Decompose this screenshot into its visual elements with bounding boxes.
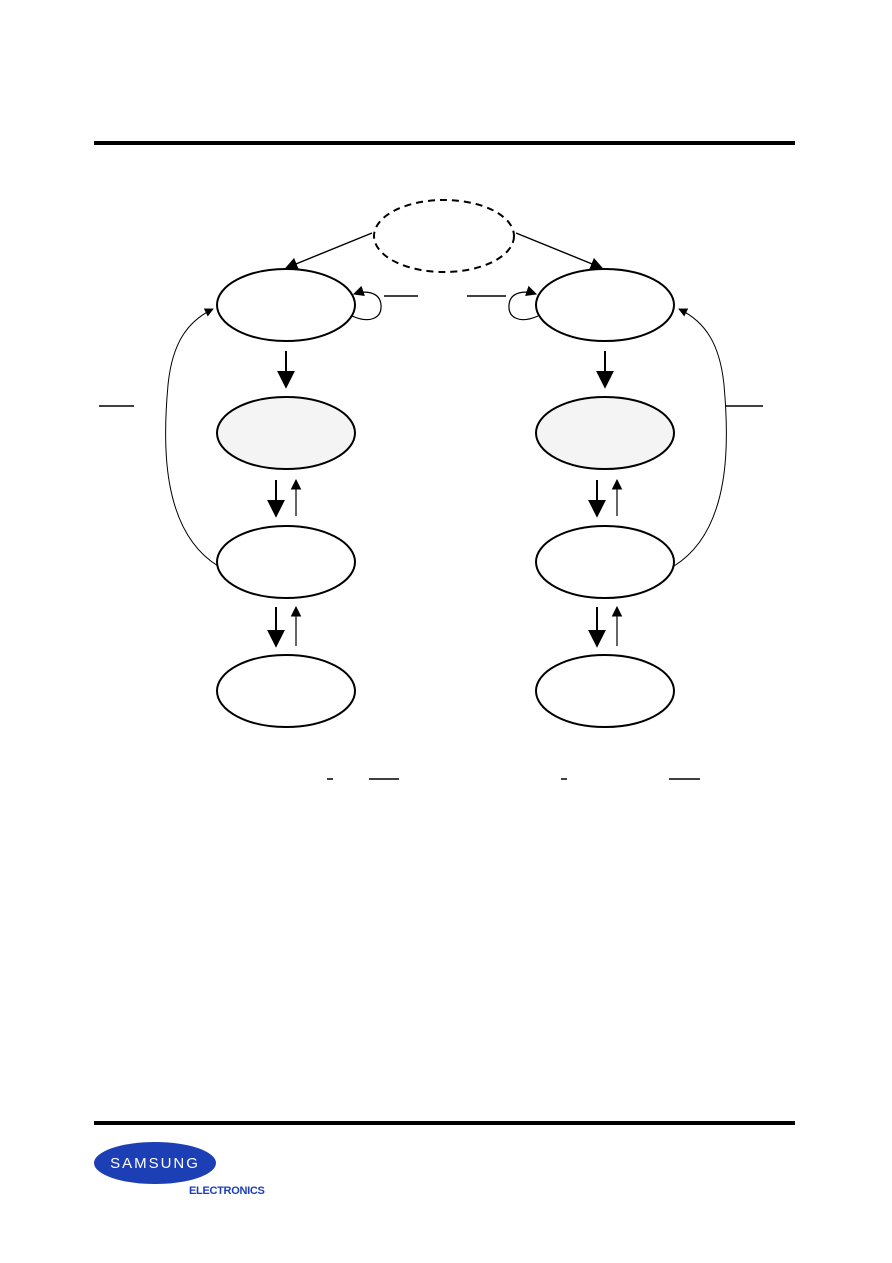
arrow-top-to-left-1 xyxy=(284,232,373,270)
label-overbars xyxy=(99,295,763,780)
state-node-left-2 xyxy=(216,396,356,470)
curve-left-3-to-left-1 xyxy=(165,308,219,567)
samsung-logo-oval: SAMSUNG xyxy=(94,1142,216,1184)
state-node-left-4 xyxy=(216,654,356,728)
state-node-left-1 xyxy=(216,268,356,342)
arrow-top-to-right-1 xyxy=(515,232,604,270)
header-rule xyxy=(94,141,795,145)
brand-subname: ELECTRONICS xyxy=(189,1185,265,1197)
transition-arrows xyxy=(165,232,727,648)
state-node-left-3 xyxy=(216,525,356,599)
state-node-right-4 xyxy=(535,654,675,728)
footer-rule xyxy=(94,1121,795,1125)
samsung-logo: SAMSUNG ELECTRONICS xyxy=(94,1140,269,1202)
state-node-top xyxy=(373,199,515,273)
curve-right-3-to-right-1 xyxy=(673,308,727,567)
self-loop-left-1 xyxy=(351,285,382,321)
state-node-right-3 xyxy=(535,525,675,599)
state-node-right-2 xyxy=(535,396,675,470)
brand-name: SAMSUNG xyxy=(110,1154,200,1172)
state-nodes xyxy=(216,199,675,728)
state-node-right-1 xyxy=(535,268,675,342)
self-loop-right-1 xyxy=(508,285,539,321)
